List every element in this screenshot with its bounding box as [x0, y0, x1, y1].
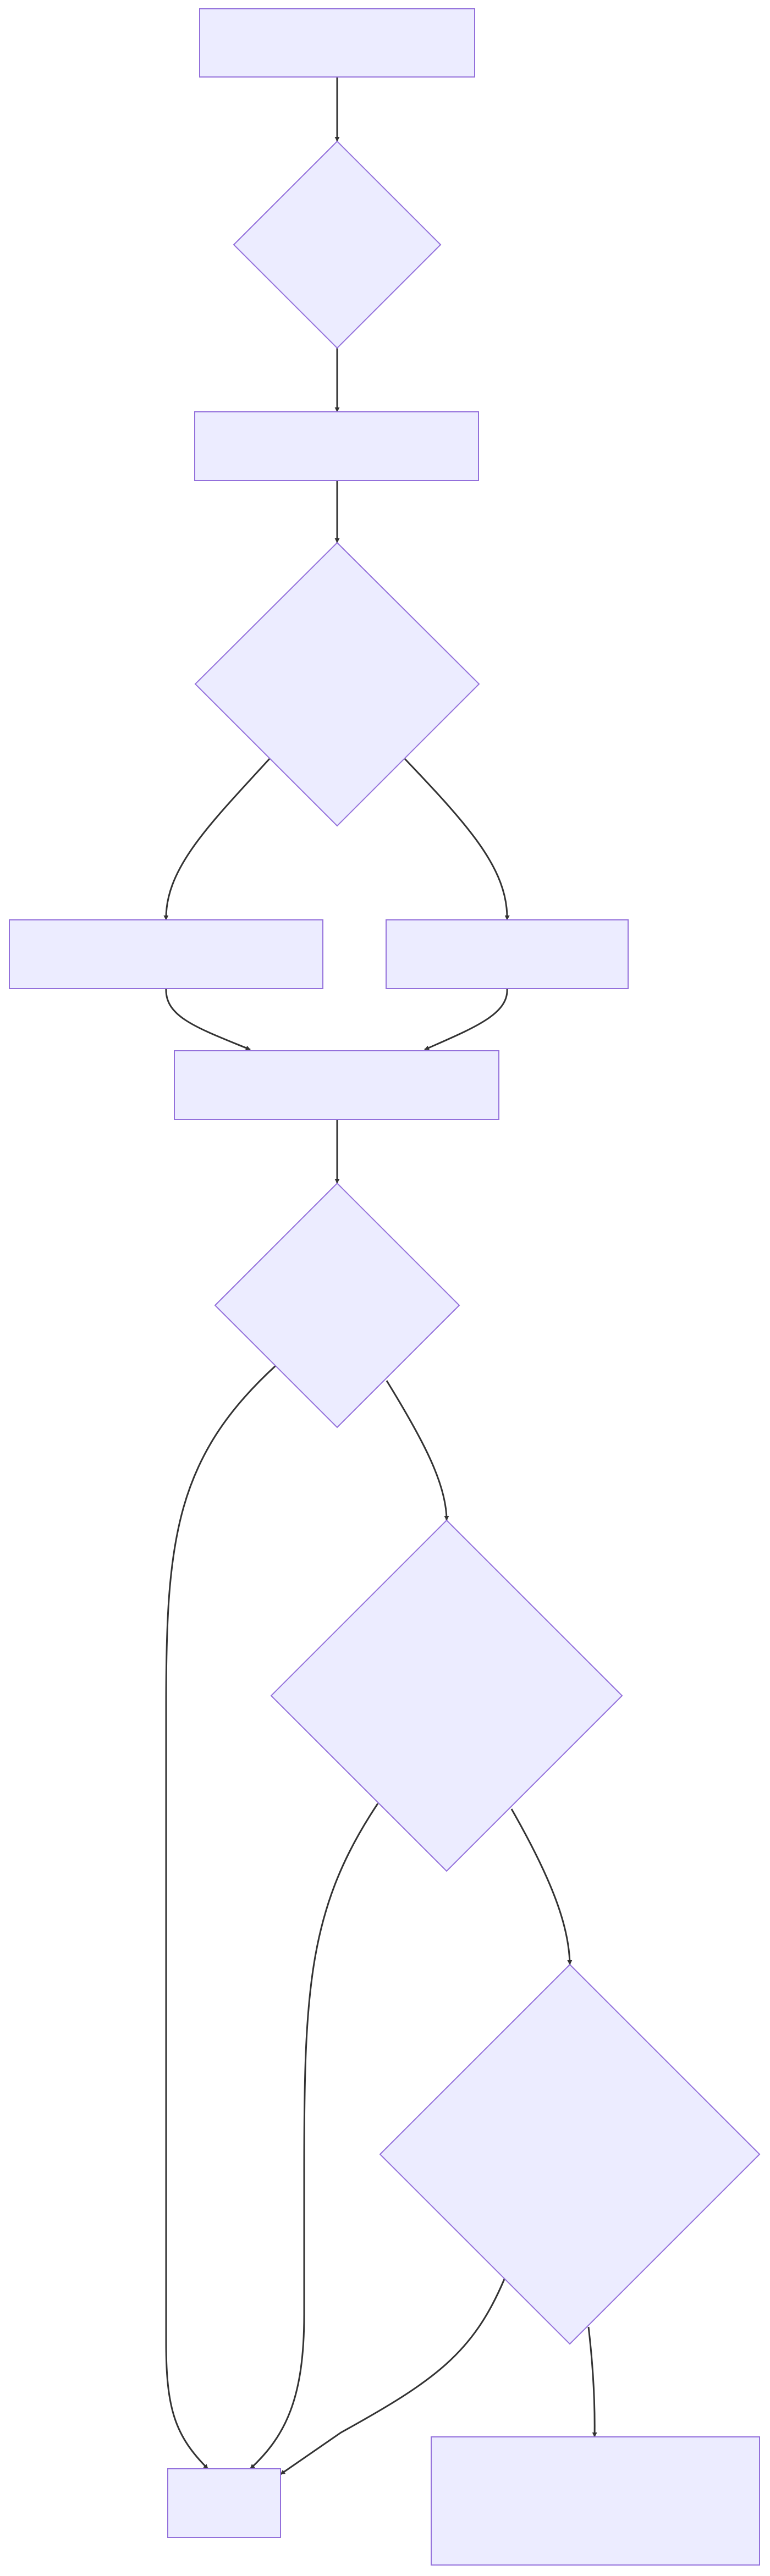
node-n7[interactable]	[431, 2436, 760, 2566]
edge-d2-n4	[404, 758, 510, 920]
node-d1[interactable]	[233, 140, 442, 349]
node-n1[interactable]	[199, 8, 475, 78]
node-n3[interactable]	[9, 919, 323, 989]
edge-d3-d4	[386, 1380, 449, 1521]
node-d2[interactable]	[194, 542, 480, 827]
edge-d5-n6	[280, 2279, 505, 2475]
edges	[163, 77, 597, 2475]
node-d3[interactable]	[214, 1182, 460, 1428]
node-n4[interactable]	[386, 919, 629, 989]
edge-d2-n3	[163, 758, 271, 920]
nodes	[9, 8, 761, 2566]
edge-n4-n5	[424, 988, 508, 1051]
edge-n3-n5	[165, 988, 251, 1051]
edge-d3-n6	[165, 1365, 277, 2470]
edge-d4-d5	[510, 1808, 573, 1965]
node-n5[interactable]	[174, 1050, 499, 1120]
node-d4[interactable]	[270, 1519, 623, 1872]
node-d5[interactable]	[379, 1963, 761, 2345]
node-n2[interactable]	[194, 411, 479, 481]
node-n6[interactable]	[167, 2468, 281, 2538]
edge-d4-n6	[249, 1803, 379, 2470]
edge-d5-n7	[587, 2326, 597, 2437]
